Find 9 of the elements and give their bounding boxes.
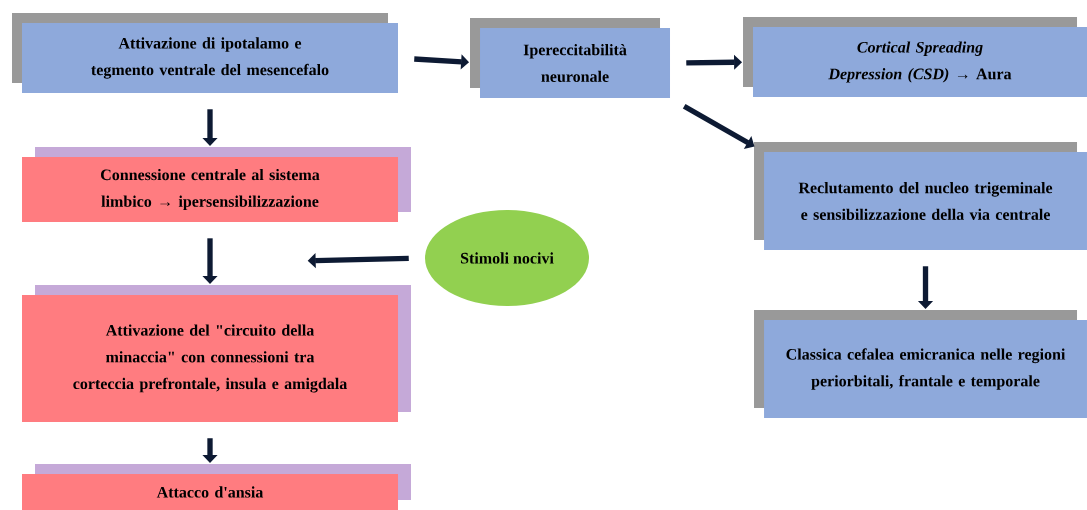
process-box: Cortical Spreading Depression (CSD) → Aura: [743, 17, 1087, 97]
process-box: Classica cefalea emicranica nelle regioni periorbitali, frantale e temporale: [754, 310, 1087, 418]
process-box: Attivazione di ipotalamo e tegmento ventrale del mesencefalo: [12, 13, 398, 93]
process-box: Ipereccitabilità neuronale: [470, 18, 670, 98]
process-box: Attivazione del "circuito della minaccia" con connessioni tra corteccia prefrontale, insula e amigdala: [22, 285, 411, 422]
process-box: Reclutamento del nucleo trigeminale e sensibilizzazione della via centrale: [754, 142, 1087, 250]
process-box: Connessione centrale al sistema limbico → ipersensibilizzazione: [22, 147, 411, 223]
oval-node: Stimoli nocivi: [422, 208, 596, 314]
process-box: Attacco d'ansia: [22, 464, 411, 510]
